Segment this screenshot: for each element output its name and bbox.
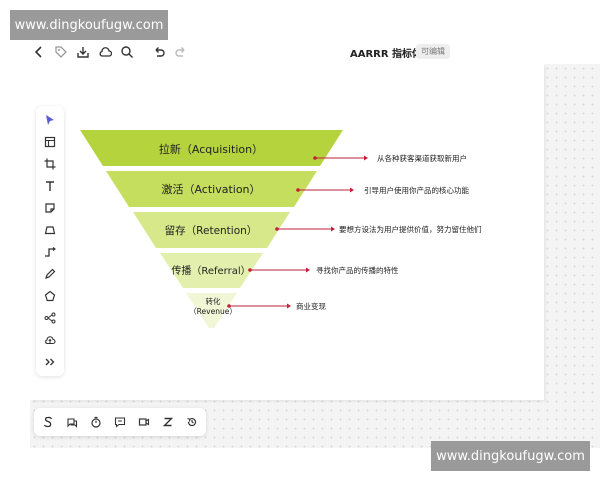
timer-icon[interactable] xyxy=(86,412,106,432)
tag-icon[interactable] xyxy=(52,43,70,61)
funnel-stage-referral[interactable] xyxy=(160,253,263,288)
undo-icon[interactable] xyxy=(150,43,168,61)
edit-status-badge: 可编辑 xyxy=(416,44,450,59)
z-icon[interactable] xyxy=(158,412,178,432)
funnel-stage-acquisition[interactable] xyxy=(80,130,343,166)
note-referral: 寻找你产品的传播的特性 xyxy=(316,265,399,275)
sticky-note-icon[interactable] xyxy=(40,198,60,218)
note-activation: 引导用户使用你产品的核心功能 xyxy=(364,185,469,195)
upload-icon[interactable] xyxy=(40,330,60,350)
arrowhead-activation xyxy=(350,187,354,193)
redo-icon[interactable] xyxy=(172,43,190,61)
dot-acquisition xyxy=(313,156,317,160)
watermark-top: www.dingkoufugw.com xyxy=(10,10,168,40)
stage-label-acquisition: 拉新（Acquisition） xyxy=(159,142,263,156)
polygon-icon[interactable] xyxy=(40,286,60,306)
more-icon[interactable] xyxy=(40,352,60,372)
arrowhead-retention xyxy=(331,226,335,232)
cloud-icon[interactable] xyxy=(96,43,114,61)
left-toolbar xyxy=(36,106,64,376)
text-icon[interactable] xyxy=(40,176,60,196)
stage-label-activation: 激活（Activation） xyxy=(161,182,260,196)
video-icon[interactable] xyxy=(134,412,154,432)
back-icon[interactable] xyxy=(30,43,48,61)
pen-icon[interactable] xyxy=(40,264,60,284)
dot-referral xyxy=(248,268,252,272)
history-icon[interactable] xyxy=(182,412,202,432)
document-title[interactable]: AARRR 指标体系 xyxy=(350,49,433,60)
crop-icon[interactable] xyxy=(40,154,60,174)
dot-activation xyxy=(296,188,300,192)
stage-label-revenue-en: （Revenue） xyxy=(189,307,237,316)
stage-label-referral: 传播（Referral） xyxy=(171,264,250,277)
s-icon[interactable] xyxy=(38,412,58,432)
download-icon[interactable] xyxy=(74,43,92,61)
watermark-bottom: www.dingkoufugw.com xyxy=(431,441,590,471)
stage-label-retention: 留存（Retention） xyxy=(165,224,258,237)
arrowhead-referral xyxy=(306,267,310,273)
dot-retention xyxy=(275,227,279,231)
search-icon[interactable] xyxy=(118,43,136,61)
note-retention: 要想方设法为用户提供价值，努力留住他们 xyxy=(339,224,482,234)
shape-icon[interactable] xyxy=(40,220,60,240)
dot-revenue xyxy=(227,304,231,308)
funnel-stage-revenue[interactable] xyxy=(186,293,237,328)
arrowhead-revenue xyxy=(287,303,291,309)
bottom-toolbar xyxy=(34,408,206,436)
pointer-icon[interactable] xyxy=(40,110,60,130)
note-revenue: 商业变现 xyxy=(296,301,326,311)
mindmap-icon[interactable] xyxy=(40,308,60,328)
top-toolbar: AARRR 指标体系 可编辑 xyxy=(28,40,568,64)
funnel-stage-retention[interactable] xyxy=(133,212,290,248)
chat-icon[interactable] xyxy=(110,412,130,432)
whiteboard-frame[interactable] xyxy=(30,64,544,400)
funnel-stage-activation[interactable] xyxy=(106,171,317,207)
arrowhead-acquisition xyxy=(364,155,368,161)
frame-icon[interactable] xyxy=(40,132,60,152)
annotation-arrows xyxy=(227,155,368,309)
comment-icon[interactable] xyxy=(62,412,82,432)
note-acquisition: 从各种获客渠道获取新用户 xyxy=(377,153,467,163)
stage-label-revenue-cn: 转化 xyxy=(206,296,221,306)
connector-icon[interactable] xyxy=(40,242,60,262)
